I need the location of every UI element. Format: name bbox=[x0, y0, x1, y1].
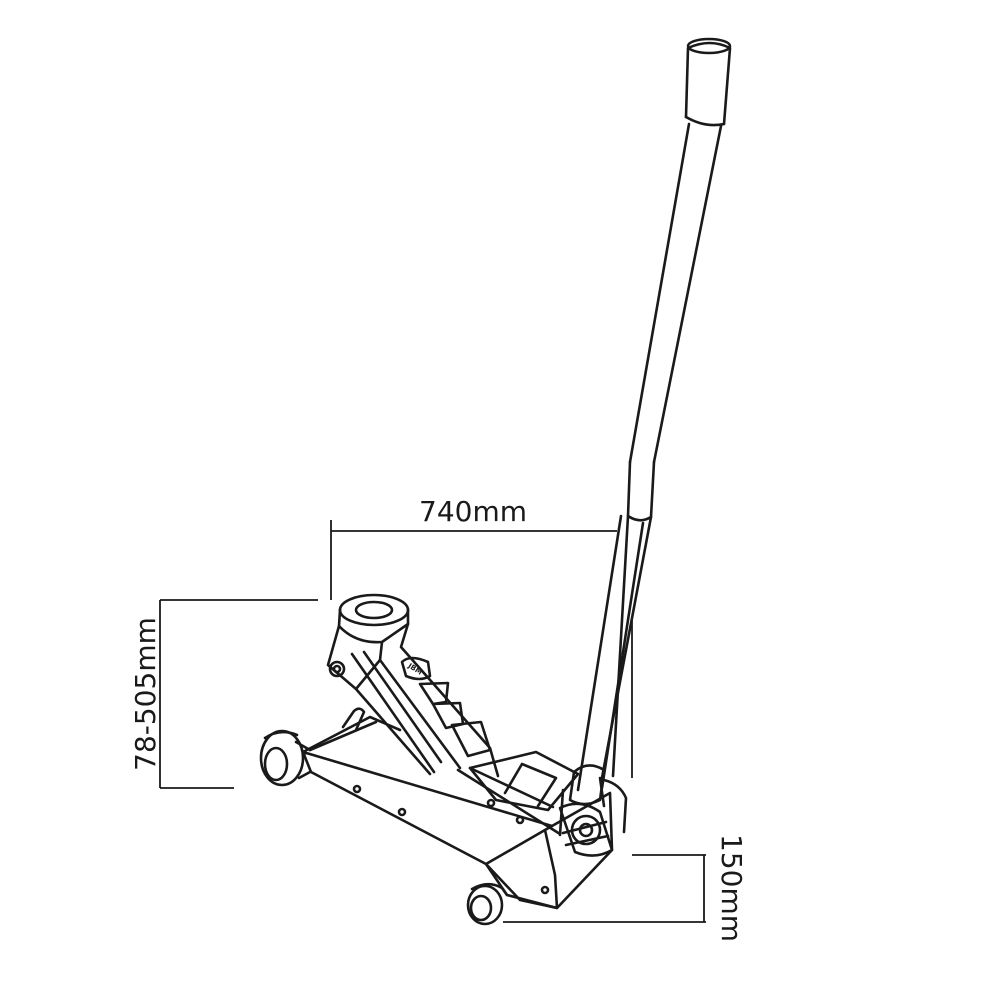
brand-logo: JBM bbox=[406, 661, 424, 676]
jack-chassis bbox=[301, 707, 628, 910]
handle-height-label: 150mm bbox=[715, 834, 748, 942]
dimension-lift-range: 78-505mm bbox=[129, 599, 318, 789]
length-label: 740mm bbox=[419, 495, 527, 528]
jack-lift-arm: JBM bbox=[326, 593, 500, 778]
lift-range-label: 78-505mm bbox=[129, 617, 162, 771]
jack-handle bbox=[568, 37, 732, 806]
dimension-handle-height: 150mm bbox=[503, 618, 748, 942]
front-wheel bbox=[466, 882, 509, 926]
rear-wheel bbox=[259, 729, 312, 787]
jack-wheels bbox=[259, 729, 509, 926]
dimension-length: 740mm bbox=[330, 495, 617, 600]
